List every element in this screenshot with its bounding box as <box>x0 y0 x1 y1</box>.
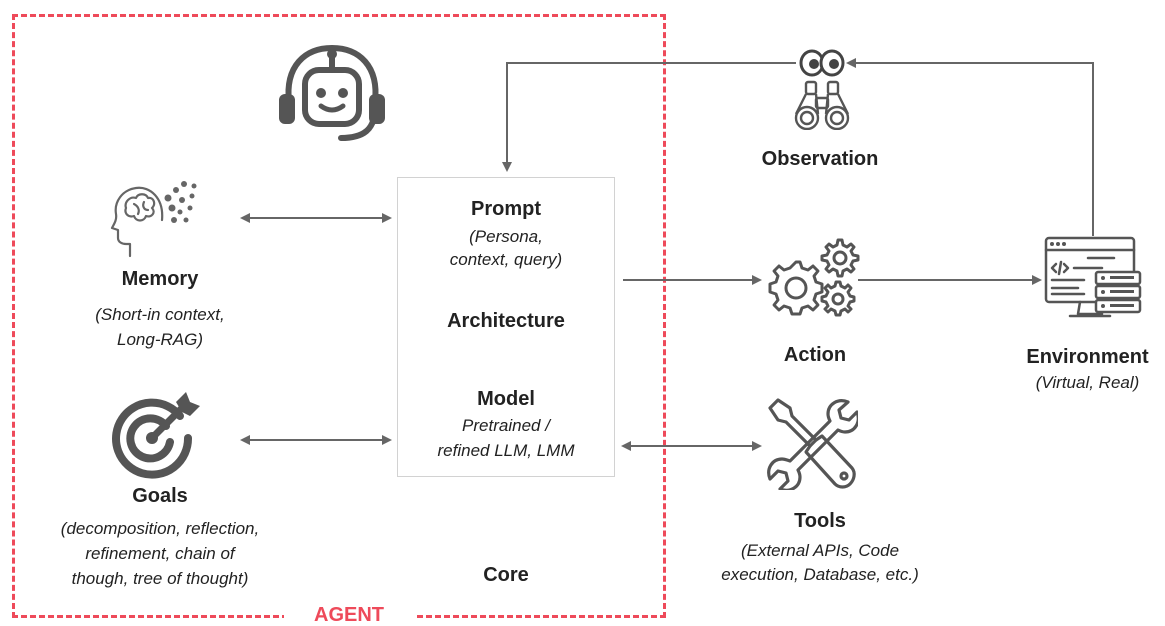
model-title: Model <box>477 388 535 410</box>
wrench-screwdriver-icon <box>767 398 858 490</box>
prompt-title: Prompt <box>471 198 541 220</box>
architecture-label: Architecture <box>447 310 565 332</box>
observation-prompt-arrow <box>502 62 796 172</box>
tools-title: Tools <box>794 510 846 532</box>
eyes-icon <box>799 49 845 77</box>
environment-detail: (Virtual, Real) <box>1035 373 1140 392</box>
goals-detail-2: refinement, chain of <box>85 544 235 563</box>
binoculars-icon <box>794 80 850 130</box>
environment-observation-arrow <box>846 58 1094 236</box>
goals-detail-3: though, tree of thought) <box>71 569 249 588</box>
environment-title: Environment <box>1026 346 1149 368</box>
core-label: Core <box>483 564 529 586</box>
memory-detail-2: Long-RAG) <box>117 330 203 349</box>
goals-title: Goals <box>132 485 188 507</box>
memory-title: Memory <box>121 268 199 290</box>
agent-label: AGENT <box>284 604 414 626</box>
brain-head-icon <box>110 181 197 258</box>
tools-detail-1: (External APIs, Code <box>740 541 900 560</box>
prompt-detail-1: (Persona, <box>469 227 543 246</box>
server-monitor-icon <box>1044 236 1142 318</box>
model-detail-1: Pretrained / <box>462 416 550 435</box>
action-title: Action <box>783 344 847 366</box>
observation-title: Observation <box>761 148 879 170</box>
target-icon <box>112 392 200 479</box>
tools-detail-2: execution, Database, etc.) <box>721 565 919 584</box>
memory-detail-1: (Short-in context, <box>95 305 225 324</box>
model-detail-2: refined LLM, LMM <box>437 441 575 460</box>
gears-icon <box>768 238 860 317</box>
robot-headset-icon <box>279 45 385 141</box>
goals-detail-1: (decomposition, reflection, <box>60 519 260 538</box>
prompt-detail-2: context, query) <box>449 250 563 269</box>
core-box <box>397 177 615 477</box>
